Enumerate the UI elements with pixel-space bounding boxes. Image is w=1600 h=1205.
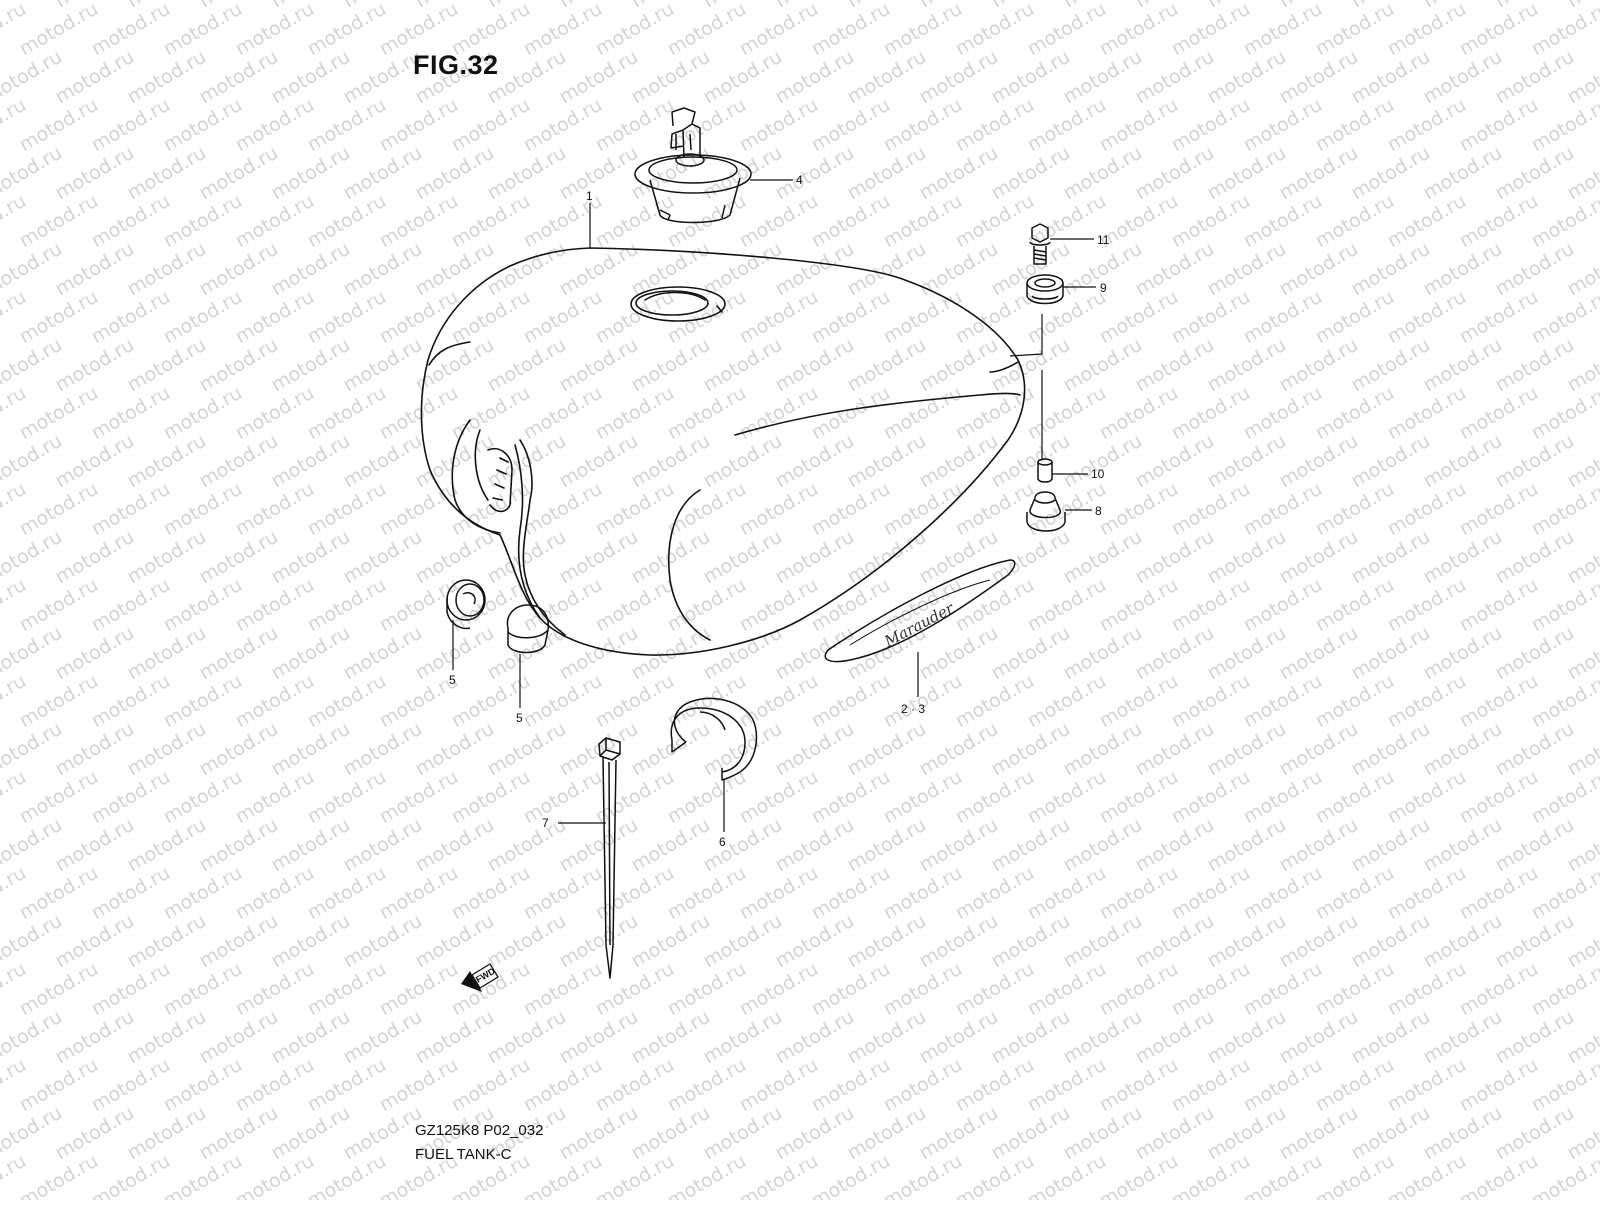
- watermark-text: motod.ru: [88, 0, 174, 60]
- callout-7: 7: [542, 816, 549, 830]
- watermark-text: motod.ru: [880, 0, 966, 60]
- watermark-text: motod.ru: [1384, 0, 1470, 60]
- figure-name: FUEL TANK-C: [415, 1146, 511, 1163]
- callout-11: 11: [1097, 233, 1110, 247]
- callout-4: 4: [796, 173, 803, 187]
- callout-2-3: 2 · 3: [901, 702, 925, 716]
- watermark-text: motod.ru: [1456, 0, 1542, 60]
- watermark-text: motod.ru: [16, 0, 102, 60]
- callout-8: 8: [1095, 504, 1102, 518]
- callout-1: 1: [586, 189, 593, 203]
- figure-code: GZ125K8 P02_032: [415, 1122, 543, 1139]
- watermark-text: motod.ru: [160, 0, 246, 60]
- callout-6: 6: [719, 835, 726, 849]
- watermark-text: motod.ru: [1168, 0, 1254, 60]
- watermark-text: motod.ru: [664, 0, 750, 60]
- figure-title: FIG.32: [413, 50, 499, 81]
- watermark-text: motod.ru: [304, 0, 390, 60]
- watermark-text: motod.ru: [736, 0, 822, 60]
- watermark-text: motod.ru: [1312, 0, 1398, 60]
- watermark-text: motod.ru: [232, 0, 318, 60]
- watermark-text: motod.ru: [592, 0, 678, 60]
- watermark-text: motod.ru: [952, 0, 1038, 60]
- watermark-text: motod.ru: [808, 0, 894, 60]
- callout-10: 10: [1091, 467, 1105, 481]
- watermark-text: motod.ru: [1024, 0, 1110, 60]
- watermark-text: motod.ru: [1240, 0, 1326, 60]
- callout-9: 9: [1100, 281, 1107, 295]
- watermark-text: motod.ru: [1528, 1150, 1600, 1200]
- watermark-text: motod.ru: [520, 0, 606, 60]
- callout-5b: 5: [516, 711, 523, 725]
- callout-5a: 5: [449, 673, 456, 687]
- watermark-text: motod.ru: [1096, 0, 1182, 60]
